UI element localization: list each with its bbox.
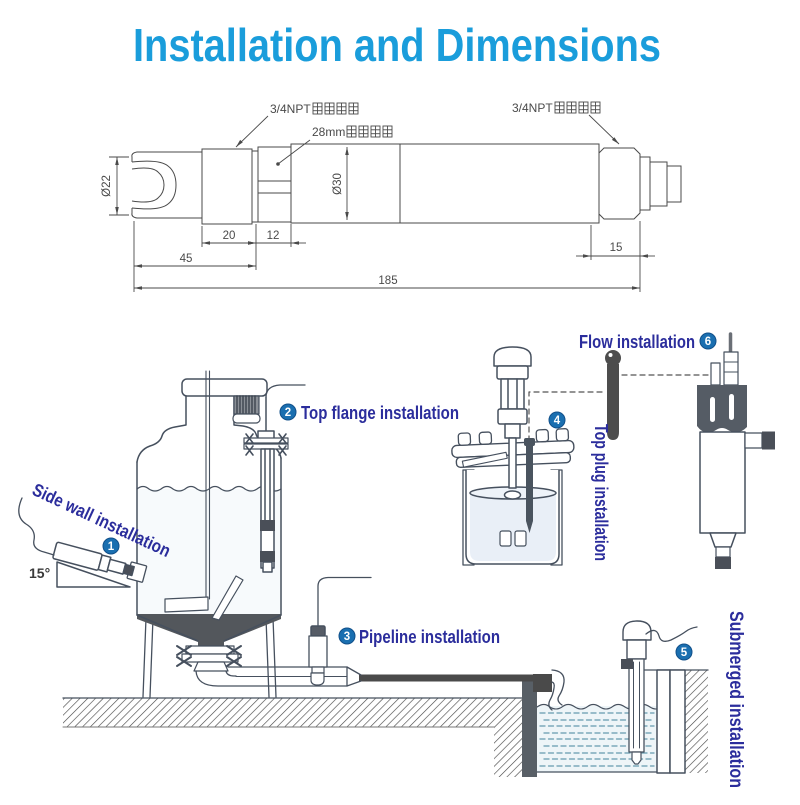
svg-text:28mm: 28mm bbox=[312, 125, 345, 139]
svg-text:3/4NPT: 3/4NPT bbox=[270, 102, 311, 116]
svg-text:5: 5 bbox=[681, 647, 688, 659]
svg-text:2: 2 bbox=[285, 407, 291, 419]
svg-text:Top plug installation: Top plug installation bbox=[591, 424, 611, 561]
svg-text:Flow installation: Flow installation bbox=[579, 332, 695, 352]
svg-text:Ø22: Ø22 bbox=[101, 175, 113, 197]
svg-text:Submerged installation: Submerged installation bbox=[725, 611, 746, 788]
svg-text:185: 185 bbox=[378, 275, 397, 287]
svg-text:1: 1 bbox=[108, 541, 115, 553]
svg-text:Pipeline installation: Pipeline installation bbox=[359, 627, 500, 647]
svg-text:15°: 15° bbox=[29, 565, 50, 581]
svg-text:4: 4 bbox=[554, 415, 561, 427]
svg-text:3: 3 bbox=[344, 631, 350, 643]
svg-text:3/4NPT: 3/4NPT bbox=[512, 101, 553, 115]
svg-text:20: 20 bbox=[223, 230, 236, 242]
svg-text:45: 45 bbox=[180, 253, 193, 265]
svg-text:12: 12 bbox=[267, 230, 280, 242]
svg-text:Installation and Dimensions: Installation and Dimensions bbox=[133, 19, 661, 71]
svg-text:6: 6 bbox=[705, 336, 711, 348]
svg-text:Ø30: Ø30 bbox=[332, 173, 344, 195]
svg-text:Top flange installation: Top flange installation bbox=[301, 403, 459, 423]
svg-text:15: 15 bbox=[610, 242, 623, 254]
